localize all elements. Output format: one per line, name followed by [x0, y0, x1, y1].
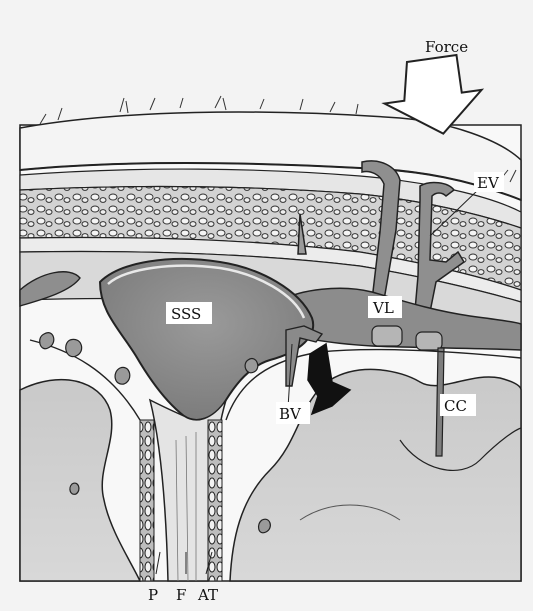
label-vl: VL	[368, 296, 402, 318]
label-force: Force	[425, 38, 468, 56]
arachnoid-chain-left	[140, 420, 154, 581]
label-vl-text: VL	[372, 299, 394, 317]
label-bv-text: BV	[279, 405, 302, 423]
bottom-labels: P F AT	[148, 586, 218, 604]
label-cc: CC	[440, 394, 476, 416]
label-sss: SSS	[166, 302, 212, 324]
label-sss-text: SSS	[171, 305, 201, 323]
label-p-text: P	[148, 586, 158, 604]
label-at-text: AT	[197, 586, 218, 604]
label-ev: EV	[474, 172, 504, 192]
label-cc-text: CC	[444, 397, 467, 415]
label-bv: BV	[276, 402, 310, 424]
label-force-text: Force	[425, 38, 468, 56]
arachnoid-chain-right	[208, 420, 222, 581]
label-ev-text: EV	[477, 174, 500, 192]
label-f-text: F	[176, 586, 186, 604]
